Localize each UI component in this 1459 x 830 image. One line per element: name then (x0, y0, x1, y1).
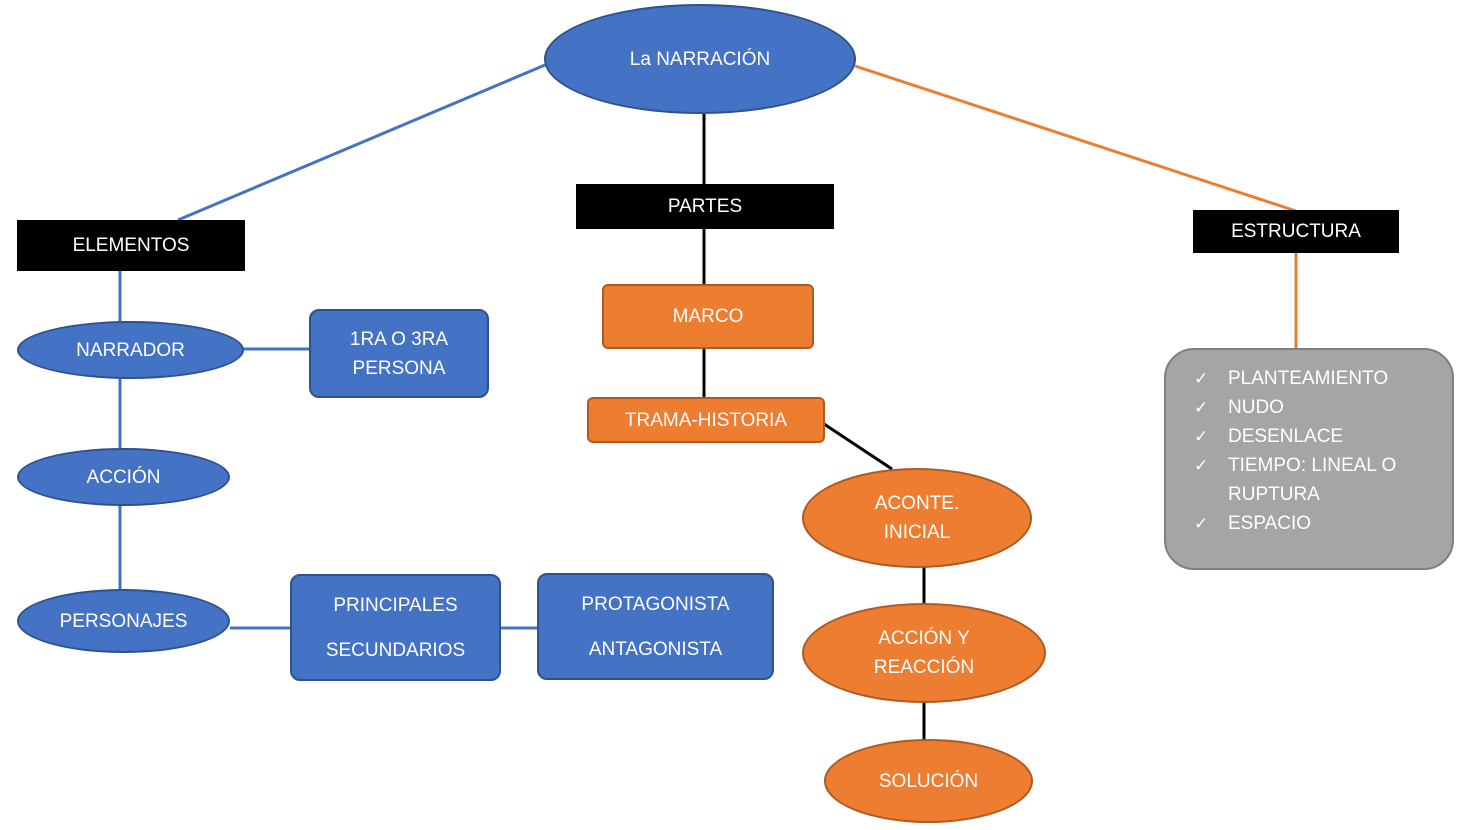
estructura-item-label: TIEMPO: LINEAL O (1228, 455, 1397, 476)
personajes-label: PERSONAJES (59, 610, 188, 632)
estructura-checklist: ✓ PLANTEAMIENTO ✓ NUDO ✓ DESENLACE ✓ TIE… (1166, 350, 1396, 538)
estructura-item-continuation: RUPTURA (1228, 484, 1320, 505)
narrador-node: NARRADOR (17, 321, 244, 379)
tipos-node: PRINCIPALES SECUNDARIOS (290, 574, 501, 681)
roles-line-1: PROTAGONISTA (581, 593, 730, 615)
persona-line-2: PERSONA (352, 357, 446, 379)
connector-root-estructura (854, 64, 1297, 213)
personajes-node: PERSONAJES (17, 589, 230, 653)
estructura-item-desenlace: ✓ DESENLACE (1194, 422, 1396, 451)
estructura-item-tiempo: ✓ TIEMPO: LINEAL O RUPTURA (1194, 451, 1397, 509)
tipos-line-1: PRINCIPALES (333, 594, 458, 616)
estructura-item-nudo: ✓ NUDO (1194, 393, 1396, 422)
partes-header: PARTES (576, 184, 834, 229)
acontecimiento-node: ACONTE. INICIAL (802, 468, 1032, 568)
accion-reaccion-line-1: ACCIÓN Y (878, 628, 970, 649)
connector-trama-acontecimiento (823, 422, 893, 471)
root-label: La NARRACIÓN (629, 48, 771, 70)
persona-node: 1RA O 3RA PERSONA (309, 309, 489, 398)
marco-node: MARCO (602, 284, 814, 349)
partes-header-label: PARTES (667, 196, 743, 217)
acontecimiento-line-2: INICIAL (883, 522, 951, 543)
marco-label: MARCO (672, 306, 744, 327)
elementos-header: ELEMENTOS (17, 220, 245, 271)
estructura-item-planteamiento: ✓ PLANTEAMIENTO (1194, 364, 1396, 393)
accion-reaccion-node: ACCIÓN Y REACCIÓN (802, 603, 1046, 703)
narrador-label: NARRADOR (76, 339, 185, 361)
estructura-item-label: NUDO (1228, 397, 1284, 418)
check-icon: ✓ (1194, 514, 1209, 533)
estructura-item-label: ESPACIO (1228, 513, 1312, 534)
root-node: La NARRACIÓN (544, 4, 856, 114)
estructura-item-label: DESENLACE (1228, 426, 1344, 447)
solucion-label: SOLUCIÓN (878, 770, 979, 792)
roles-line-2: ANTAGONISTA (588, 638, 723, 660)
tipos-line-2: SECUNDARIOS (325, 639, 466, 661)
accion-node: ACCIÓN (17, 448, 230, 506)
estructura-header-label: ESTRUCTURA (1231, 221, 1361, 242)
check-icon: ✓ (1194, 427, 1209, 446)
check-icon: ✓ (1194, 456, 1209, 475)
check-icon: ✓ (1194, 398, 1209, 417)
persona-line-1: 1RA O 3RA (349, 328, 449, 350)
connector-root-elementos (177, 63, 546, 222)
solucion-node: SOLUCIÓN (824, 739, 1033, 823)
estructura-item-label: PLANTEAMIENTO (1228, 368, 1389, 389)
roles-node: PROTAGONISTA ANTAGONISTA (537, 573, 774, 680)
estructura-item-espacio: ✓ ESPACIO (1194, 509, 1396, 538)
estructura-list-box: ✓ PLANTEAMIENTO ✓ NUDO ✓ DESENLACE ✓ TIE… (1164, 348, 1454, 570)
trama-node: TRAMA-HISTORIA (587, 397, 825, 443)
elementos-header-label: ELEMENTOS (72, 235, 190, 256)
accion-reaccion-line-2: REACCIÓN (873, 657, 975, 678)
accion-label: ACCIÓN (86, 466, 161, 488)
trama-label: TRAMA-HISTORIA (624, 409, 788, 431)
acontecimiento-line-1: ACONTE. (874, 493, 960, 514)
estructura-header: ESTRUCTURA (1193, 210, 1399, 253)
check-icon: ✓ (1194, 369, 1209, 388)
